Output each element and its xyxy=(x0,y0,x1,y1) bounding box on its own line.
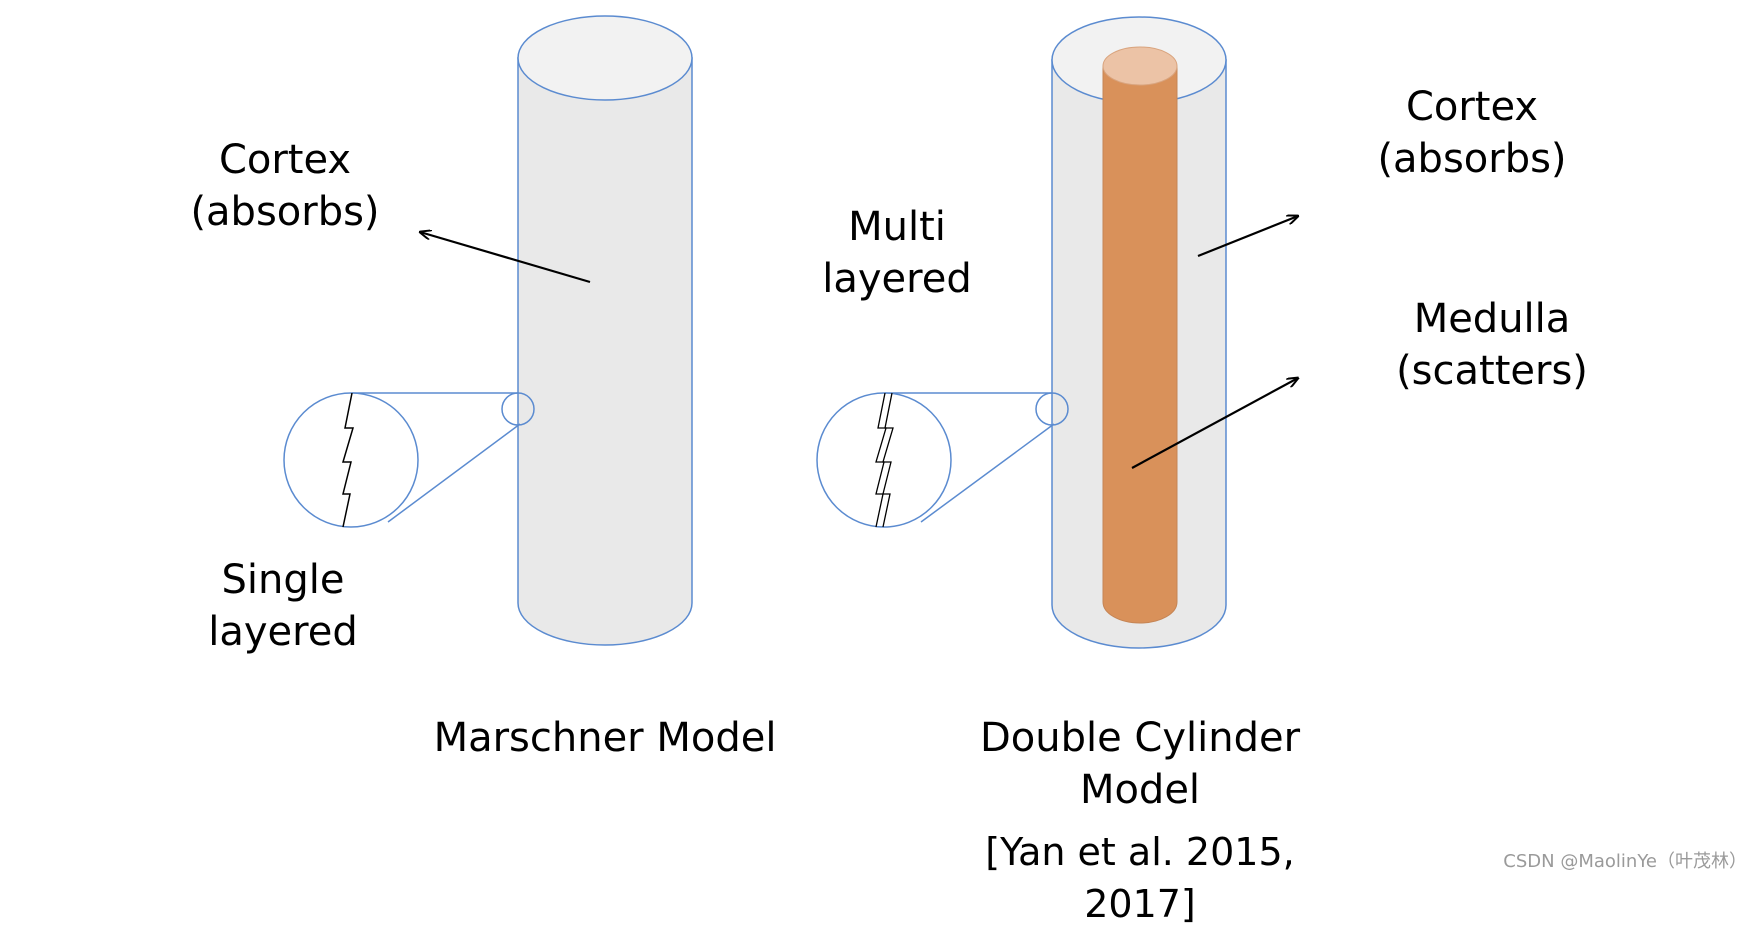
multi-layer-edge-1 xyxy=(875,392,887,528)
medulla-top xyxy=(1102,46,1178,86)
hair-models-diagram xyxy=(283,15,1761,649)
watermark: CSDN @MaolinYe（叶茂林） xyxy=(1503,851,1747,872)
left-cortex-arrow xyxy=(420,232,591,284)
right-cortex-arrow xyxy=(1197,216,1298,258)
marschner-cylinder-body xyxy=(517,57,693,646)
citation: [Yan et al. 2015, 2017] xyxy=(985,830,1295,926)
single-layer-edge xyxy=(341,392,355,528)
multi-layer-edge-2 xyxy=(882,392,894,528)
medulla-arrow xyxy=(1131,378,1298,469)
marschner-model-title: Marschner Model xyxy=(433,715,777,761)
single-layer-magnifier xyxy=(283,392,535,528)
multi-layered-label: Multi layered xyxy=(822,204,972,302)
marschner-cylinder xyxy=(517,15,693,646)
magnified-circle xyxy=(283,392,419,528)
small-lens-circle-right xyxy=(1035,392,1069,426)
small-lens-circle xyxy=(501,392,535,426)
medulla-label: Medulla (scatters) xyxy=(1396,296,1588,394)
marschner-cylinder-top xyxy=(517,15,693,101)
left-cortex-label: Cortex (absorbs) xyxy=(190,137,380,235)
double-cylinder xyxy=(1051,16,1227,649)
single-layered-label: Single layered xyxy=(208,557,358,655)
medulla-body xyxy=(1102,65,1178,624)
multi-layer-magnifier xyxy=(816,392,1069,528)
double-cylinder-model-title: Double Cylinder Model xyxy=(979,715,1301,813)
right-cortex-label: Cortex (absorbs) xyxy=(1377,84,1567,182)
